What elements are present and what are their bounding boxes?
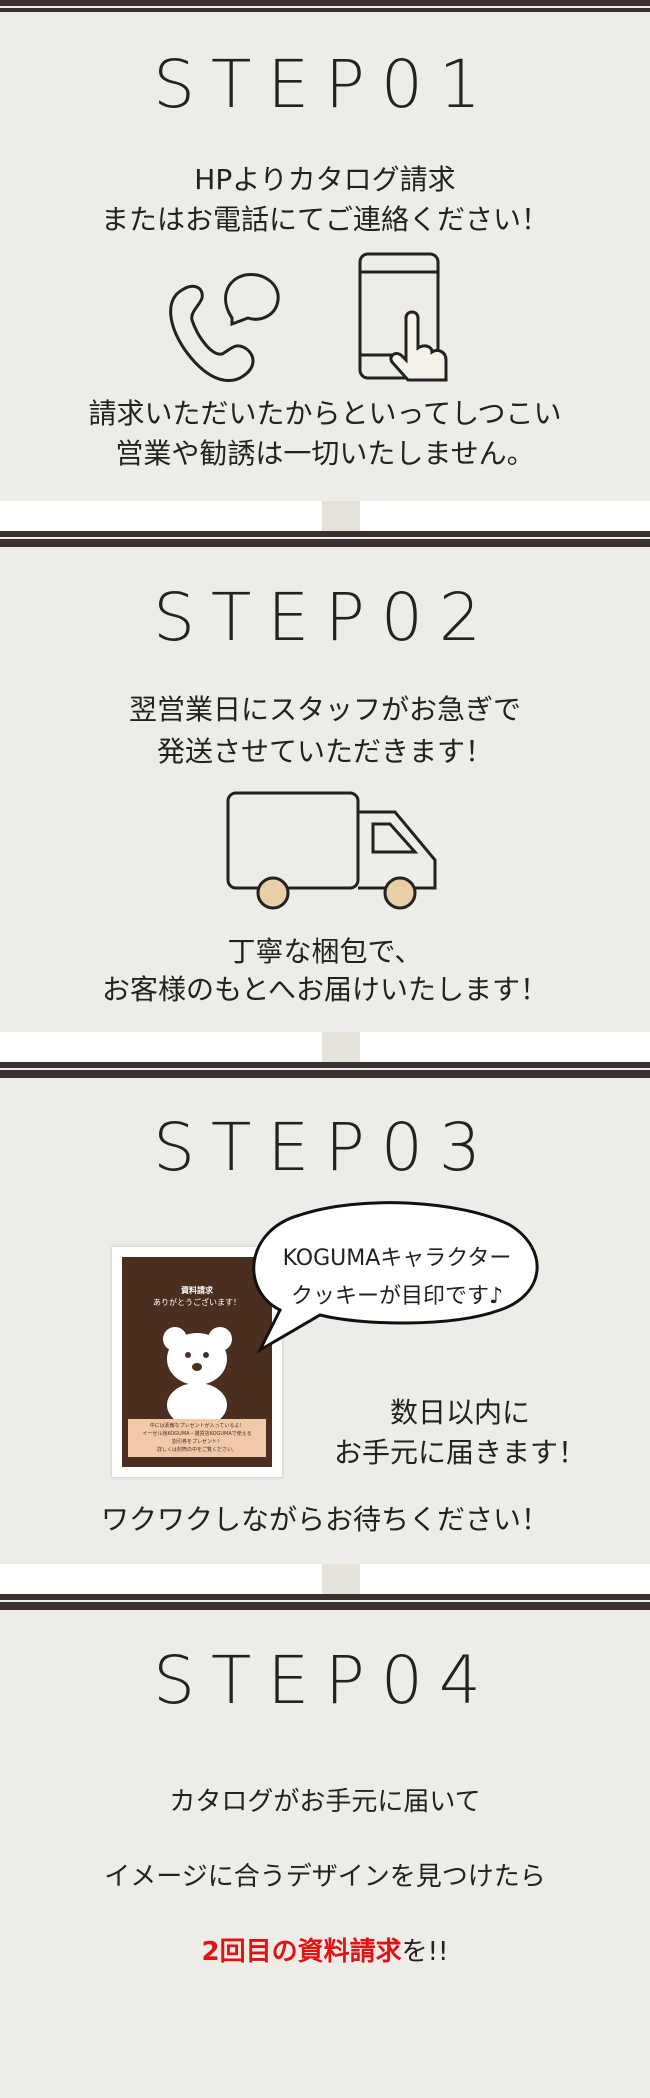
step-title: STEP02 [153, 579, 497, 656]
catalog-title: 資料請求 [181, 1286, 213, 1295]
step-note: ワクワクしながらお待ちください！ [100, 1503, 549, 1536]
step-title: STEP04 [153, 1642, 497, 1719]
step-note-1: 請求いただいたからといってしつこい [88, 397, 562, 430]
step-lead-1: 翌営業日にスタッフがお急ぎで [128, 693, 521, 726]
catalog-image: 資料請求 ありがとうございます！ 中には素敵なプレゼントが入っているよ！ イーゼ… [112, 1247, 282, 1477]
catalog-subtitle: ありがとうございます！ [153, 1298, 241, 1307]
catalog-footer: 中には素敵なプレゼントが入っているよ！ イーゼル館KOGUMA・雑貨店KOGUM… [128, 1419, 266, 1457]
step-line-2: イメージに合うデザインを見つけたら [104, 1862, 546, 1892]
bear-illustration [163, 1327, 232, 1427]
step-title: STEP03 [153, 1109, 497, 1186]
cta-text: 2回目の資料請求を!! [0, 1932, 650, 1972]
top-divider [0, 0, 650, 12]
catalog-footer-line: 割引券をプレゼント！ [171, 1439, 222, 1445]
section-divider [0, 531, 650, 547]
tablet-touch-icon [358, 252, 448, 382]
step-lead-1: HPよりカタログ請求 [194, 163, 456, 196]
bubble-line: KOGUMAキャラクター [282, 1246, 512, 1271]
delivery-line: 数日以内に [389, 1396, 530, 1429]
delivery-line: お手元に届きます！ [333, 1436, 586, 1469]
phone-icon [169, 273, 280, 383]
cta-highlight: 2回目の資料請求 [201, 1937, 402, 1967]
section-divider [0, 1594, 650, 1610]
catalog-footer-line: 中には素敵なプレゼントが入っているよ！ [149, 1423, 245, 1429]
step-connector [0, 1032, 650, 1062]
step-title: STEP01 [153, 46, 497, 123]
phone-and-tablet-icons [169, 252, 448, 383]
step-lead-2: またはお電話にてご連絡ください！ [100, 203, 549, 236]
step-line-1: カタログがお手元に届いて [169, 1787, 481, 1817]
step-note-1: 丁寧な梱包で、 [227, 935, 423, 968]
delivery-text: 数日以内に お手元に届きます！ [315, 1393, 605, 1473]
catalog-footer-line: 詳しくは封筒の中をご覧ください。 [156, 1447, 237, 1453]
bubble-line: クッキーが目印です♪ [290, 1284, 504, 1309]
bubble-text: KOGUMAキャラクター クッキーが目印です♪ [262, 1240, 532, 1316]
section-divider [0, 1062, 650, 1078]
step-connector [0, 1564, 650, 1594]
step-lead-2: 発送させていただきます！ [156, 735, 493, 768]
truck-icon [226, 791, 437, 910]
step-connector [0, 501, 650, 531]
step-note-2: お客様のもとへお届けいたします！ [101, 973, 549, 1006]
catalog-footer-line: イーゼル館KOGUMA・雑貨店KOGUMAで使える [142, 1431, 252, 1437]
cta-rest: を!! [401, 1937, 449, 1967]
step-note-2: 営業や勧誘は一切いたしません。 [115, 437, 535, 470]
speech-bubble [252, 1201, 539, 1354]
